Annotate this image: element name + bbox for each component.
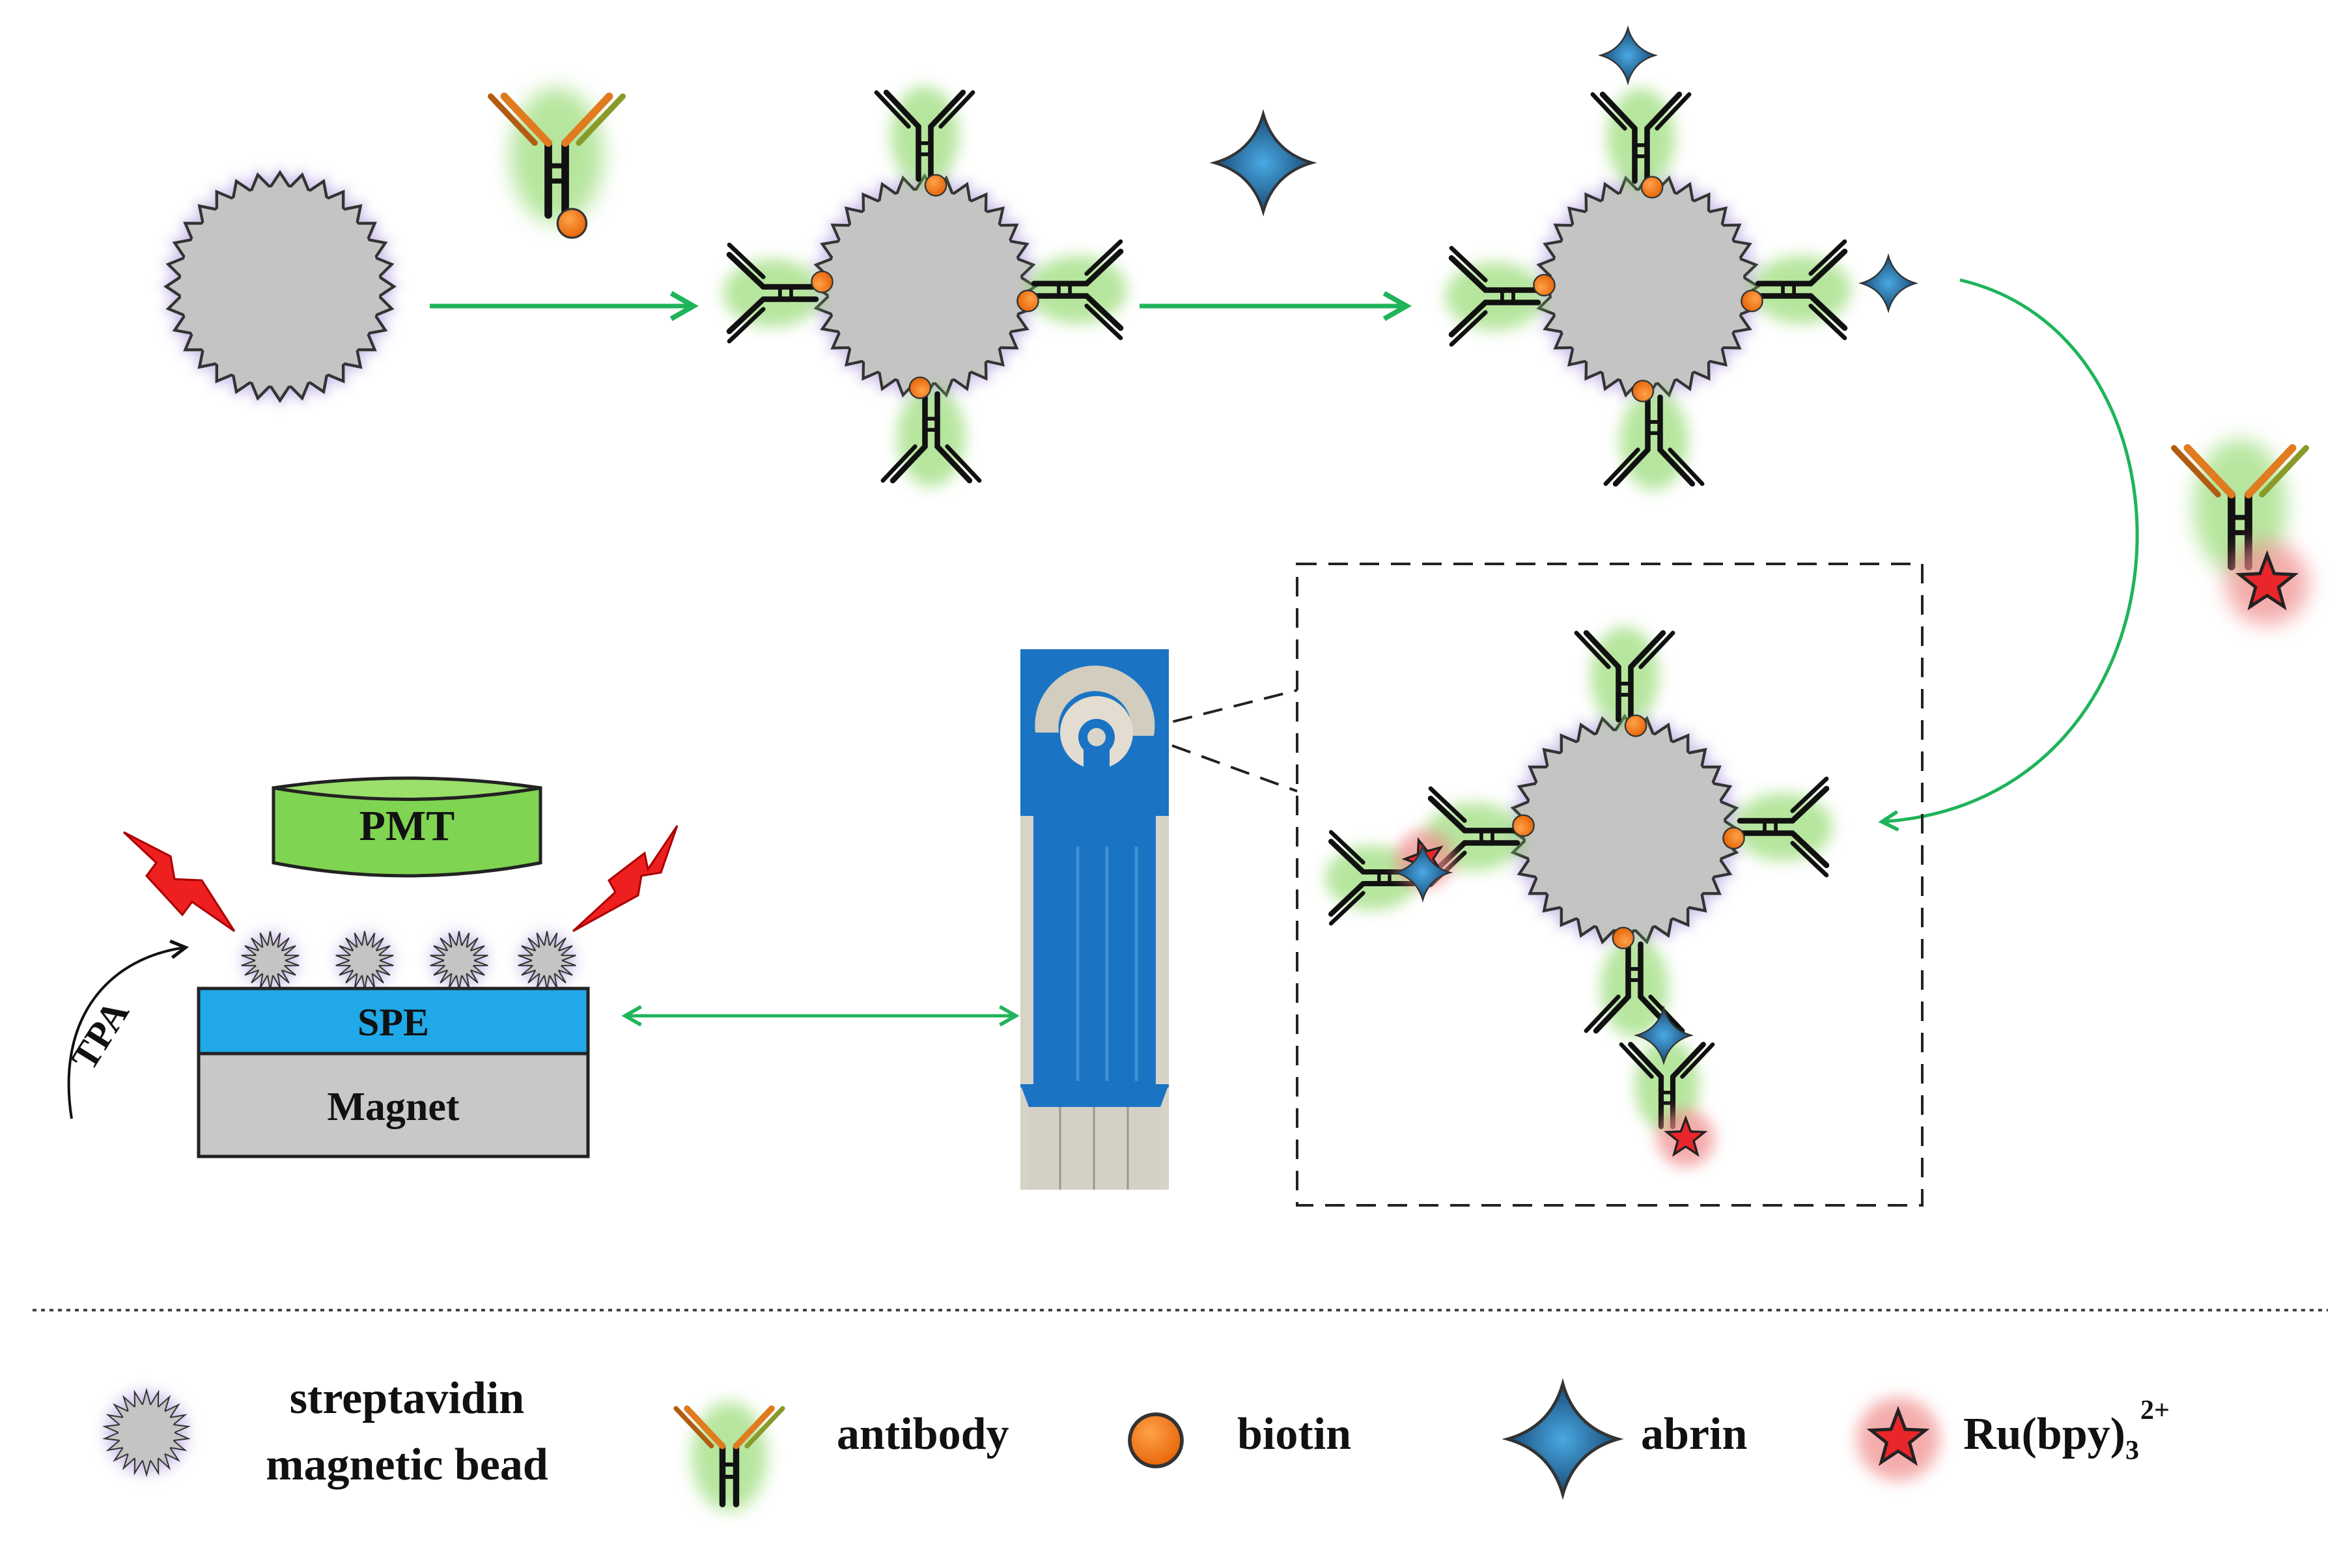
lightning-icon	[572, 825, 679, 932]
legend-bead-label-line1: streptavidin	[290, 1373, 524, 1423]
magnet-label: Magnet	[327, 1085, 460, 1129]
detection-assembly: PMT SPE Magnet TPA	[63, 776, 679, 1158]
legend-ru-base: Ru(bpy)	[1963, 1409, 2125, 1459]
magnetic-bead-icon	[1530, 169, 1765, 404]
legend-bead-icon	[98, 1384, 195, 1481]
magnet-block: Magnet	[197, 1052, 590, 1158]
magnetic-bead-icon	[807, 169, 1042, 404]
legend-biotin-icon	[1128, 1412, 1184, 1468]
abrin-icon	[1858, 253, 1919, 314]
lightning-icon	[122, 831, 236, 932]
biotin-icon	[811, 270, 833, 294]
electrode-strip-icon	[1020, 649, 1169, 1190]
zoom-line-top	[1142, 689, 1298, 731]
antibody-ru-bound	[1619, 1039, 1715, 1168]
abrin-free	[1209, 109, 1317, 217]
antibody-icon	[1574, 626, 1675, 737]
arrow-curved-step3	[1878, 278, 2139, 832]
legend-abrin-label: abrin	[1641, 1409, 1747, 1459]
pmt-detector: PMT	[272, 776, 542, 878]
tpa-arrow: TPA	[63, 939, 189, 1119]
biotin-icon	[1612, 927, 1635, 949]
magnetic-bead-icon	[423, 925, 495, 996]
pmt-label: PMT	[359, 802, 455, 850]
magnetic-bead-icon	[511, 925, 583, 996]
ru-star-icon	[1657, 1109, 1715, 1168]
biotin-icon	[556, 208, 588, 239]
abrin-icon	[1633, 1005, 1694, 1066]
biotin-icon	[924, 174, 947, 197]
antibody-icon	[1445, 245, 1556, 347]
spe-electrode: SPE	[197, 987, 590, 1056]
biotin-icon	[1624, 714, 1647, 737]
legend-ru-sub: 3	[2125, 1436, 2139, 1466]
biotin-icon	[1533, 273, 1556, 297]
antibody-ru-free	[2171, 440, 2309, 626]
magnetic-beads	[160, 166, 1765, 996]
abrin-molecules	[1209, 25, 1919, 1066]
legend: streptavidin magnetic bead antibody biot…	[98, 1373, 2170, 1511]
legend-ru-sup: 2+	[2140, 1395, 2170, 1425]
legend-ru-star-icon	[1856, 1397, 1940, 1481]
antibodies	[488, 86, 2309, 1168]
magnetic-bead-icon	[1504, 710, 1745, 951]
magnetic-bead-icon	[234, 925, 306, 996]
antibody-biotin-free	[488, 88, 626, 239]
legend-antibody-icon	[673, 1401, 785, 1511]
legend-antibody-label: antibody	[837, 1409, 1009, 1459]
biotin-icon	[1016, 289, 1039, 313]
biotin-icon	[1512, 814, 1535, 837]
legend-ru-label: Ru(bpy)32+	[1963, 1395, 2170, 1466]
legend-bead-label-line2: magnetic bead	[266, 1440, 548, 1490]
abrin-icon	[1392, 842, 1453, 903]
antibody-icon	[1741, 239, 1851, 341]
antibody-icon	[1722, 776, 1833, 878]
abrin-icon	[1597, 25, 1659, 86]
antibody-icon	[723, 242, 833, 344]
spe-label: SPE	[357, 1001, 429, 1044]
process-arrows	[430, 278, 2139, 1027]
ru-star-icon	[2225, 541, 2309, 626]
biotin-icon	[908, 376, 932, 399]
antibody-icon	[1603, 380, 1705, 490]
biotin-icon	[1722, 826, 1745, 850]
antibody-icon	[1016, 239, 1127, 341]
zoom-line-bottom	[1171, 744, 1298, 792]
legend-icons	[98, 1378, 1940, 1511]
antibody-icon	[874, 86, 975, 197]
antibody-icon	[1590, 88, 1692, 199]
biotin-icon	[1631, 380, 1655, 402]
biotin-icon	[1640, 176, 1664, 199]
biotin-icon	[1741, 289, 1763, 313]
magnetic-bead-icon	[329, 925, 400, 996]
antibody-icon	[880, 376, 982, 487]
legend-abrin-icon	[1502, 1378, 1624, 1500]
zoom-box	[1296, 563, 1924, 1207]
tpa-label: TPA	[63, 993, 137, 1077]
magnetic-bead-icon	[160, 166, 400, 407]
antibody-icon	[1584, 927, 1685, 1037]
legend-biotin-label: biotin	[1237, 1409, 1351, 1459]
